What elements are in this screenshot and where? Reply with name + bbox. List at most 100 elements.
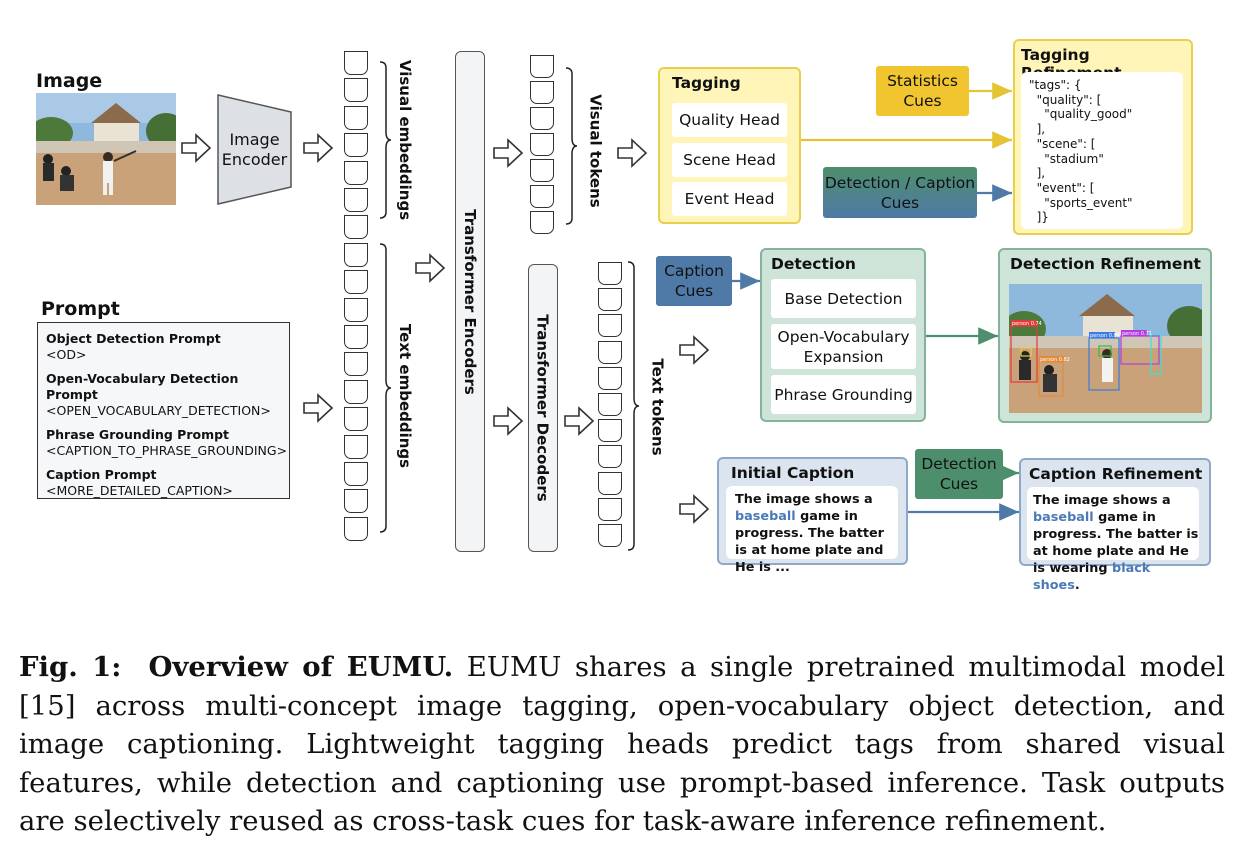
token-cell (598, 471, 622, 495)
box-label: person 0.86 (1090, 333, 1120, 339)
token-cell (344, 188, 368, 212)
block-arrow (415, 253, 446, 283)
tagging-refinement-panel: Tagging Refinement "tags": { "quality": … (1013, 39, 1193, 235)
prompt-item: Object Detection Prompt <OD> (46, 331, 221, 362)
token-cell (598, 340, 622, 364)
tagging-title: Tagging (672, 74, 741, 92)
block-arrow (303, 393, 334, 423)
block-arrow (564, 406, 595, 436)
visual-tokens-label: Visual tokens (587, 94, 606, 208)
token-cell (598, 497, 622, 521)
token-cell (530, 81, 554, 104)
visual-embeddings-label: Visual embeddings (396, 59, 415, 221)
prompt-box: Object Detection Prompt <OD> Open-Vocabu… (37, 322, 290, 499)
token-cell (344, 489, 368, 514)
brace (379, 243, 392, 533)
base-detection: Base Detection (771, 279, 916, 318)
initial-caption-title: Initial Caption (731, 464, 855, 482)
token-cell (598, 314, 622, 338)
text-embeddings-label-wrap: Text embeddings (380, 246, 430, 546)
block-arrow (617, 138, 648, 168)
token-cell (344, 215, 368, 240)
initial-caption-panel: Initial Caption The image shows a baseba… (717, 457, 908, 575)
brace (379, 61, 392, 219)
token-cell (598, 288, 622, 312)
initial-caption-text-box: The image shows a baseball game in progr… (726, 486, 898, 575)
token-cell (598, 524, 622, 547)
tagging-panel: Tagging Quality Head Scene Head Event He… (658, 67, 801, 224)
brace (565, 67, 578, 225)
token-cell (344, 379, 368, 404)
token-cell (344, 133, 368, 158)
initial-caption-text: The image shows a baseball game in progr… (735, 492, 884, 575)
block-arrow (679, 494, 710, 524)
block-arrow (181, 133, 212, 163)
figure-title: Overview of EUMU. (148, 651, 454, 683)
tags-json-box: "tags": { "quality": [ "quality_good" ],… (1021, 72, 1183, 229)
detection-result-image: person 0.74 person 0.82 person 0.86 pers… (1009, 284, 1202, 413)
brace (627, 261, 640, 551)
quality-head: Quality Head (672, 103, 787, 137)
json-line: "tags": { (1029, 78, 1082, 92)
image-encoder-shape (217, 94, 292, 205)
token-cell (344, 516, 368, 541)
figure-body: EUMU shares a single pretrained multimod… (19, 651, 1225, 837)
json-line: "quality": [ (1029, 92, 1102, 107)
text-embeddings-label: Text embeddings (396, 323, 414, 469)
token-cell (344, 407, 368, 432)
token-cell (344, 105, 368, 130)
token-cell (344, 434, 368, 459)
json-line: "quality_good" (1029, 107, 1133, 122)
token-cell (344, 325, 368, 349)
json-line: ], (1029, 166, 1046, 181)
block-arrow (303, 133, 334, 163)
box-label: person 0.82 (1040, 357, 1070, 363)
transformer-encoders: Transformer Encoders (455, 51, 485, 552)
token-cell (530, 185, 554, 208)
open-vocabulary-expansion: Open-Vocabulary Expansion (771, 324, 916, 369)
prompt-item: Open-Vocabulary Detection Prompt <OPEN_V… (46, 371, 271, 418)
scene-head: Scene Head (672, 143, 787, 177)
phrase-grounding: Phrase Grounding (771, 375, 916, 414)
token-cell (598, 262, 622, 285)
detection-panel: Detection Base Detection Open-Vocabulary… (760, 248, 926, 422)
token-cell (344, 160, 368, 185)
json-line: "event": [ (1029, 180, 1095, 195)
diagram-shapes (181, 61, 1019, 551)
token-cell (344, 297, 368, 322)
visual-tokens-label-wrap: Visual tokens (571, 66, 621, 236)
json-line: "stadium" (1029, 151, 1104, 166)
event-head: Event Head (672, 182, 787, 216)
text-tokens-label: Text tokens (649, 358, 667, 456)
block-arrow (679, 335, 710, 365)
token-cell (344, 78, 368, 103)
refined-caption-text: The image shows a baseball game in progr… (1033, 493, 1199, 593)
token-cell (598, 445, 622, 469)
visual-embeddings-label-wrap: Visual embeddings (380, 60, 430, 220)
prompt-item: Phrase Grounding Prompt <CAPTION_TO_PHRA… (46, 427, 288, 458)
token-cell (530, 133, 554, 156)
transformer-decoders: Transformer Decoders (528, 264, 558, 552)
block-arrow (493, 138, 524, 168)
json-line: "sports_event" (1029, 195, 1133, 210)
token-cell (344, 51, 368, 75)
token-cell (530, 211, 554, 234)
json-line: "scene": [ (1029, 136, 1096, 151)
input-photo (36, 93, 176, 205)
token-cell (530, 159, 554, 182)
image-encoder: Image Encoder (221, 130, 288, 169)
block-arrow (493, 406, 524, 436)
box-label: person 0.71 (1122, 331, 1152, 337)
token-cell (344, 242, 368, 267)
detection-refinement-panel: Detection Refinement person 0.74 person … (998, 248, 1212, 423)
figure-number: Fig. 1: (19, 651, 122, 683)
json-line: ], (1029, 122, 1046, 137)
box-label: person 0.74 (1012, 321, 1042, 327)
token-cell (344, 462, 368, 486)
figure-caption: Fig. 1: Overview of EUMU. EUMU shares a … (19, 648, 1225, 841)
image-label: Image (36, 70, 103, 92)
